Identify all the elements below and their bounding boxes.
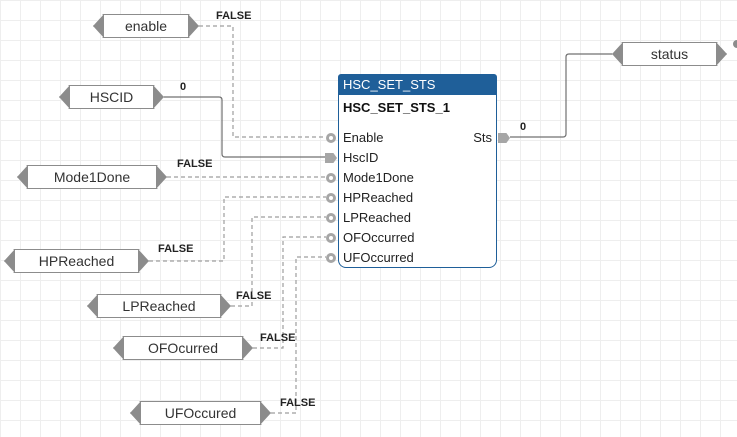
wire-lpreached	[231, 216, 326, 307]
tag-label: status	[650, 46, 689, 62]
value-ofocurred: FALSE	[260, 332, 296, 344]
value-hscid: 0	[180, 81, 187, 93]
pin-hscid-connector-icon[interactable]	[325, 153, 337, 163]
pin-lpreached-label: LPReached	[343, 210, 411, 225]
tag-ofocurred[interactable]: OFOcurred	[113, 336, 253, 360]
tag-label: Mode1Done	[53, 169, 131, 185]
tag-label: OFOcurred	[147, 340, 218, 356]
tag-lpreached[interactable]: LPReached	[87, 294, 231, 318]
output-tag-handle-icon[interactable]	[733, 40, 737, 48]
pin-ofoccurred-connector-icon[interactable]	[326, 233, 336, 243]
value-hpreached: FALSE	[158, 243, 194, 255]
pin-mode1done-label: Mode1Done	[343, 170, 414, 185]
value-status: 0	[520, 121, 527, 133]
pin-ufoccurred-label: UFOccurred	[343, 250, 414, 265]
tag-label: enable	[124, 18, 168, 34]
wire-ufoccured	[271, 256, 326, 414]
wire-hscid	[164, 96, 326, 158]
value-lpreached: FALSE	[236, 290, 272, 302]
pin-hscid-label: HscID	[343, 150, 379, 165]
wire-ofocurred	[253, 236, 326, 349]
value-enable: FALSE	[216, 10, 252, 22]
pin-lpreached-connector-icon[interactable]	[326, 213, 336, 223]
tag-label: HPReached	[38, 253, 115, 269]
tag-label: LPReached	[122, 298, 196, 314]
tag-ufoccured[interactable]: UFOccured	[130, 401, 271, 425]
tag-mode1done[interactable]: Mode1Done	[17, 165, 167, 189]
tag-status[interactable]: status	[612, 42, 727, 66]
pin-mode1done-connector-icon[interactable]	[326, 173, 336, 183]
block-type-title: HSC_SET_STS	[339, 75, 496, 95]
tag-hscid[interactable]: HSCID	[59, 85, 164, 109]
value-ufoccured: FALSE	[280, 397, 316, 409]
pin-sts-connector-icon[interactable]	[498, 133, 510, 143]
tag-enable[interactable]: enable	[93, 14, 199, 38]
pin-sts-label: Sts	[473, 130, 492, 145]
pin-hpreached-label: HPReached	[343, 190, 414, 205]
pin-ufoccurred-connector-icon[interactable]	[326, 253, 336, 263]
wire-hpreached	[149, 196, 326, 262]
block-instance-name: HSC_SET_STS_1	[343, 100, 450, 115]
pin-enable-label: Enable	[343, 130, 384, 145]
pin-ofoccurred-label: OFOccurred	[343, 230, 415, 245]
tag-label: HSCID	[89, 89, 134, 105]
tag-label: UFOccured	[164, 405, 237, 421]
wire-status	[510, 53, 612, 138]
value-mode1done: FALSE	[177, 158, 213, 170]
pin-enable-connector-icon[interactable]	[326, 133, 336, 143]
tag-hpreached[interactable]: HPReached	[4, 249, 149, 273]
wire-enable	[199, 25, 326, 138]
function-block[interactable]: HSC_SET_STS HSC_SET_STS_1 Enable HscID M…	[325, 74, 510, 268]
pin-hpreached-connector-icon[interactable]	[326, 193, 336, 203]
